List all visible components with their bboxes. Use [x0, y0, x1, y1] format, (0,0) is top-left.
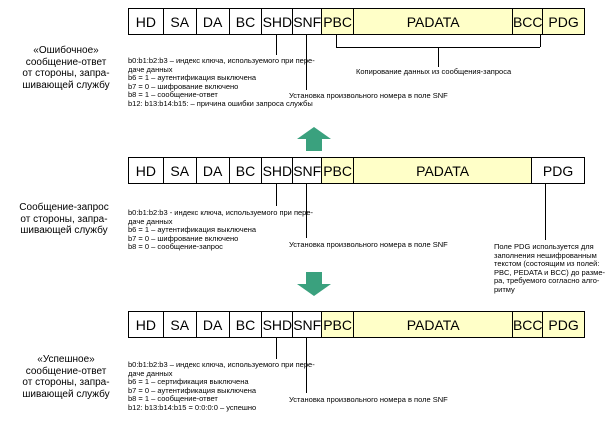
shd-line: b8 = 0 – сообщение-запрос — [128, 242, 223, 252]
shd-line: b0:b1:b2:b3 - индекс ключа, используемог… — [128, 208, 314, 217]
field-pdg: PDG — [543, 312, 584, 337]
field-bc: BC — [229, 158, 263, 183]
field-snf: SNF — [293, 9, 323, 34]
snf-note: Установка произвольного номера в поле SN… — [289, 240, 448, 249]
error-response-frame: HD SA DA BC SHD SNF PBC PADATA BCC PDG — [128, 8, 585, 35]
up-arrow-icon — [297, 127, 331, 151]
down-arrow-icon — [297, 272, 331, 296]
snf-connector — [306, 338, 307, 393]
field-snf: SNF — [293, 158, 323, 183]
shd-line: b12: b13:b14:b15 = 0:0:0:0 – успешно — [128, 402, 257, 412]
bracket-left — [336, 35, 337, 47]
copy-note: Копирование данных из сообщения-запроса — [356, 67, 512, 76]
shd-connector — [276, 338, 277, 359]
field-sa: SA — [163, 9, 197, 34]
pdg-note-line: Поле PDG используется для — [494, 242, 594, 251]
field-hd: HD — [129, 312, 164, 337]
field-da: DA — [196, 312, 230, 337]
field-shd: SHD — [262, 312, 294, 337]
field-shd: SHD — [262, 158, 294, 183]
shd-line: b8 = 1 – сообщение-ответ — [128, 394, 218, 404]
field-padata: PADATA — [354, 158, 533, 183]
field-padata: PADATA — [354, 9, 514, 34]
field-pdg: PDG — [543, 9, 584, 34]
shd-line: b6 = 1 – аутентификация выключена — [128, 73, 257, 83]
side-label-line: от стороны, запра- — [22, 377, 110, 389]
side-label-line: сообщение-ответ — [25, 56, 107, 68]
shd-line: даче данных — [128, 216, 173, 226]
pdg-note-line: ра, требуемого согласно алго- — [494, 276, 600, 286]
success-response-label: «Успешное» сообщение-ответ от стороны, з… — [10, 354, 122, 400]
shd-line: b7 = 0 – шифрование включено — [128, 81, 239, 91]
field-da: DA — [196, 9, 230, 34]
field-bcc: BCC — [513, 9, 544, 34]
field-bc: BC — [229, 312, 263, 337]
field-pbc: PBC — [322, 312, 355, 337]
shd-line: b7 = 0 – шифрование включено — [128, 233, 239, 243]
field-bc: BC — [229, 9, 263, 34]
field-snf: SNF — [293, 312, 323, 337]
shd-description: b0:b1:b2:b3 - индекс ключа, используемог… — [128, 208, 314, 252]
shd-line: b0:b1:b2:b3 – индекс ключа, используемог… — [128, 360, 315, 369]
side-label-line: шивающей службу — [22, 388, 110, 400]
side-label-line: «Ошибочное» — [33, 45, 99, 56]
shd-line: b7 = 0 – аутентификация выключена — [128, 385, 257, 395]
side-label-line: шивающей службу — [20, 225, 108, 237]
field-hd: HD — [129, 158, 164, 183]
field-da: DA — [196, 158, 230, 183]
shd-description: b0:b1:b2:b3 – индекс ключа, используемог… — [128, 56, 315, 109]
error-response-label: «Ошибочное» сообщение-ответ от стороны, … — [10, 45, 122, 91]
shd-line: b12: b13:b14:b15: – причина ошибки запро… — [128, 98, 313, 108]
field-padata: PADATA — [354, 312, 514, 337]
request-frame: HD SA DA BC SHD SNF PBC PADATA PDG — [128, 157, 585, 184]
field-sa: SA — [163, 312, 197, 337]
pdg-connector — [545, 184, 546, 240]
snf-note: Установка произвольного номера в поле SN… — [289, 91, 448, 100]
side-label-line: Сообщение-запрос — [19, 202, 109, 213]
shd-line: даче данных — [128, 64, 173, 74]
bracket-right — [540, 35, 541, 47]
shd-connector — [276, 35, 277, 55]
pdg-note-line: заполнения нешифрованным — [494, 250, 597, 260]
snf-connector — [306, 35, 307, 90]
pdg-note-line: ритму — [494, 284, 515, 294]
side-label-line: «Успешное» — [37, 354, 95, 365]
field-pbc: PBC — [322, 9, 355, 34]
field-sa: SA — [163, 158, 197, 183]
side-label-line: от стороны, запра- — [22, 68, 110, 80]
shd-line: b6 = 1 – аутентификация выключена — [128, 225, 257, 235]
pdg-note: Поле PDG используется для заполнения неш… — [494, 242, 605, 295]
request-label: Сообщение-запрос от стороны, запра- шива… — [6, 202, 122, 237]
field-shd: SHD — [262, 9, 294, 34]
field-pdg: PDG — [532, 158, 584, 183]
pdg-note-line: текстом (состоящим из полей: — [494, 259, 600, 269]
field-pbc: PBC — [322, 158, 355, 183]
snf-connector — [306, 184, 307, 238]
side-label-line: сообщение-ответ — [25, 365, 107, 377]
field-bcc: BCC — [513, 312, 544, 337]
shd-description: b0:b1:b2:b3 – индекс ключа, используемог… — [128, 360, 315, 413]
side-label-line: от стороны, запра- — [20, 213, 108, 225]
pdg-note-line: PBC, PEDATA и BCC) до разме- — [494, 267, 605, 277]
field-hd: HD — [129, 9, 164, 34]
shd-connector — [276, 184, 277, 206]
copy-connector — [438, 47, 439, 67]
side-label-line: шивающей службу — [22, 79, 110, 91]
shd-line: b8 = 1 – сообщение-ответ — [128, 90, 218, 100]
snf-note: Установка произвольного номера в поле SN… — [289, 395, 448, 404]
shd-line: даче данных — [128, 368, 173, 378]
shd-line: b0:b1:b2:b3 – индекс ключа, используемог… — [128, 56, 315, 65]
shd-line: b6 = 1 – сертификация выключена — [128, 377, 249, 387]
success-response-frame: HD SA DA BC SHD SNF PBC PADATA BCC PDG — [128, 311, 585, 338]
